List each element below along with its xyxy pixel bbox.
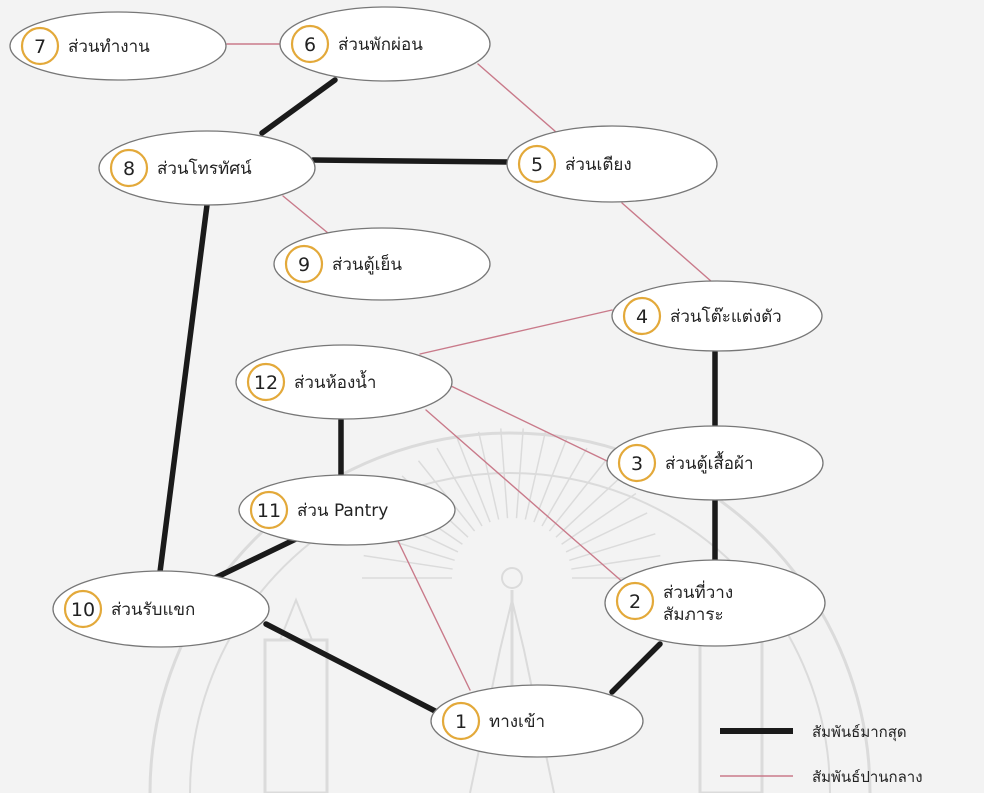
node-number: 11: [257, 500, 281, 522]
watermark-shape: [189, 472, 831, 793]
node-label: ส่วนเตียง: [565, 155, 632, 175]
node-ellipse: [9, 11, 227, 81]
watermark-ray: [500, 428, 509, 519]
watermark-ray: [571, 554, 661, 570]
node-8: 8 ส่วนโทรทัศน์: [98, 130, 316, 206]
node-ellipse: [611, 280, 823, 352]
watermark-shape: [263, 638, 329, 793]
legend: สัมพันธ์มากสุด สัมพันธ์ปานกลาง: [720, 723, 923, 786]
node-label: ส่วนพักผ่อน: [338, 35, 423, 55]
node-number-badge: [617, 443, 657, 483]
node-label: ส่วนตู้เสื้อผ้า: [665, 451, 754, 474]
watermark-ray: [436, 447, 483, 527]
edge-8-5-strong: [310, 157, 513, 165]
watermark-ray: [548, 460, 607, 532]
edge-6-5-medium: [477, 63, 557, 133]
node-number: 10: [71, 599, 95, 621]
node-number-badge: [284, 244, 324, 284]
node-ellipse: [98, 130, 316, 206]
node-7: 7 ส่วนทำงาน: [9, 11, 227, 81]
edges-layer: [157, 43, 718, 715]
node-3: 3 ส่วนตู้เสื้อผ้า: [606, 425, 824, 501]
node-number-badge: [290, 24, 330, 64]
node-ellipse: [273, 227, 491, 301]
edge-4-12-medium: [419, 309, 613, 355]
node-ellipse: [604, 559, 826, 647]
node-ellipse: [506, 125, 718, 203]
edge-6-8-strong: [259, 77, 338, 136]
node-label: ส่วนที่วาง: [663, 580, 733, 603]
node-4: 4 ส่วนโต๊ะแต่งตัว: [611, 280, 823, 352]
node-number-badge: [249, 490, 289, 530]
node-number-badge: [517, 144, 557, 184]
edge-5-4-medium: [621, 202, 713, 283]
edge-11-1-medium: [397, 540, 471, 691]
watermark-ray: [524, 431, 547, 520]
edge-11-10-strong: [212, 534, 303, 581]
node-ellipse: [235, 344, 453, 420]
watermark-shape: [501, 567, 523, 589]
node-number: 4: [636, 306, 648, 328]
node-ellipse: [52, 570, 270, 648]
node-ellipse: [606, 425, 824, 501]
node-ellipse: [279, 6, 491, 82]
watermark-ray: [533, 438, 568, 523]
watermark-ray: [515, 428, 524, 519]
node-12: 12 ส่วนห้องน้ำ: [235, 344, 453, 420]
node-6: 6 ส่วนพักผ่อน: [279, 6, 491, 82]
node-number: 3: [631, 453, 643, 475]
edge-8-9-medium: [282, 195, 335, 239]
nodes-layer: 7 ส่วนทำงาน 6 ส่วนพักผ่อน 8 ส่วนโทรทัศน์ 5 ส่วน…: [9, 6, 826, 758]
node-number: 6: [304, 34, 316, 56]
node-ellipse: [238, 474, 456, 546]
watermark-shape: [698, 638, 764, 793]
edge-2-1-strong: [609, 641, 663, 695]
watermark-ray: [456, 438, 491, 523]
node-1: 1 ทางเข้า: [430, 684, 644, 758]
node-label: ส่วนตู้เย็น: [332, 253, 402, 275]
legend-strong-label: สัมพันธ์มากสุด: [812, 723, 907, 742]
watermark-ray: [541, 447, 588, 527]
edge-12-3-medium: [450, 385, 608, 462]
node-number: 12: [254, 372, 278, 394]
node-number-badge: [246, 362, 286, 402]
node-ellipse: [430, 684, 644, 758]
node-number-badge: [441, 701, 481, 741]
node-number: 8: [123, 158, 135, 180]
node-number-badge: [109, 148, 149, 188]
edge-12-2-medium: [425, 409, 634, 592]
node-number: 9: [298, 254, 310, 276]
node-label: สัมภาระ: [663, 605, 724, 625]
watermark-ray: [561, 492, 637, 545]
watermark-ray: [569, 533, 656, 562]
node-number: 2: [629, 591, 641, 613]
edge-8-10-strong: [157, 202, 210, 575]
watermark-ray: [477, 431, 500, 520]
node-label: ส่วนโต๊ะแต่งตัว: [670, 306, 782, 327]
node-number: 5: [531, 154, 543, 176]
node-number-badge: [20, 26, 60, 66]
watermark-ray: [555, 475, 623, 538]
node-number-badge: [615, 581, 655, 621]
node-number-badge: [622, 296, 662, 336]
node-label: ส่วน Pantry: [297, 501, 388, 521]
legend-medium-label: สัมพันธ์ปานกลาง: [812, 768, 923, 786]
node-label: ส่วนห้องน้ำ: [294, 370, 376, 393]
node-label: ส่วนรับแขก: [111, 600, 195, 620]
node-9: 9 ส่วนตู้เย็น: [273, 227, 491, 301]
node-number-badge: [63, 589, 103, 629]
node-label: ส่วนทำงาน: [68, 37, 150, 57]
node-label: ส่วนโทรทัศน์: [157, 158, 252, 179]
node-number: 1: [455, 711, 467, 733]
node-11: 11 ส่วน Pantry: [238, 474, 456, 546]
node-number: 7: [34, 36, 46, 58]
node-label: ทางเข้า: [489, 712, 545, 732]
node-10: 10 ส่วนรับแขก: [52, 570, 270, 648]
watermark-ray: [565, 512, 648, 553]
edge-10-1-strong: [263, 621, 440, 715]
node-5: 5 ส่วนเตียง: [506, 125, 718, 203]
